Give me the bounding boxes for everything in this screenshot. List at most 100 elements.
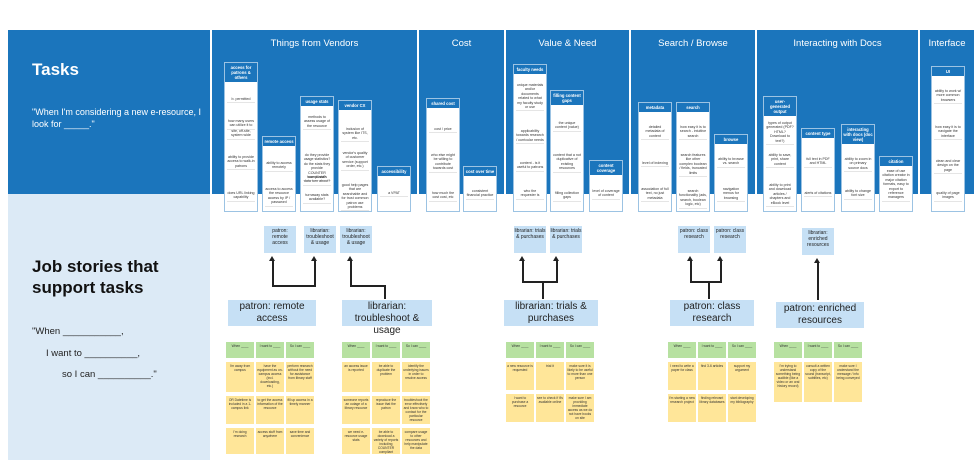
- connector-line: [314, 260, 316, 286]
- column-divider: [918, 30, 920, 194]
- story-title-trials: librarian: trials & purchases: [504, 300, 598, 326]
- job-story-want: I want to __________,: [46, 348, 141, 359]
- arrow-head: [553, 256, 559, 261]
- job-tag: patron: class research: [678, 226, 710, 253]
- sticky-note: support my argument: [728, 362, 756, 390]
- task-card-search: search how easy it is to search - intuit…: [676, 102, 710, 212]
- job-tag: patron: class research: [714, 226, 746, 253]
- connector-line: [522, 260, 524, 282]
- connector-line: [350, 260, 352, 286]
- arrow-head: [814, 258, 820, 263]
- sticky-note: OR Datetime is included in a 1-campus li…: [226, 396, 254, 424]
- task-card-metadata: metadata detailed metadata of content le…: [638, 102, 672, 212]
- sticky-note: start developing my bibliography: [728, 394, 756, 422]
- task-card-user-generated-output: user-generated output types of output ge…: [763, 96, 797, 212]
- sticky-note: consult a written copy of the sound (tra…: [804, 362, 832, 402]
- task-card-interacting-with-docs: interacting with docs (doc view) ability…: [841, 124, 875, 212]
- sticky-note: perform research without the need for as…: [286, 362, 314, 392]
- job-tag: patron: remote access: [264, 226, 296, 253]
- sticky-header: So I can ____: [402, 342, 430, 358]
- arrow-head: [347, 256, 353, 261]
- task-card-access-for-patrons: access for patrons & others b. permitted…: [224, 62, 258, 212]
- sticky-note: troubleshoot the error effectively and k…: [402, 396, 430, 424]
- task-card-citation: citation ease of use citation creator in…: [879, 156, 913, 212]
- column-divider: [417, 30, 419, 194]
- sticky-note: someone reports an outage of a library r…: [342, 396, 370, 424]
- sticky-note: finding relevant library databases: [698, 394, 726, 422]
- tasks-quote: "When I'm considering a new e-resource, …: [32, 107, 201, 129]
- task-card-vendor-cx: vendor CX inclusion of system like ITS, …: [338, 100, 372, 212]
- task-card-shared-cost: shared cost cost / price who else might …: [426, 98, 460, 212]
- arrow-head: [717, 256, 723, 261]
- sticky-header: When ____: [668, 342, 696, 358]
- job-story-when: "When ___________,: [32, 326, 124, 337]
- column-header-interacting-docs: Interacting with Docs: [793, 38, 882, 49]
- story-title-class-research: patron: class research: [670, 300, 754, 326]
- sticky-note: fill up access in a timely manner: [286, 396, 314, 424]
- sticky-note: a new resource is requested: [506, 362, 534, 390]
- arrow-head: [269, 256, 275, 261]
- job-tag: librarian: troubleshoot & usage: [340, 226, 372, 253]
- column-header-interface: Interface: [928, 38, 966, 49]
- job-tag: librarian: trials & purchases: [550, 226, 582, 253]
- sticky-note: identify the underlying issues in order …: [402, 362, 430, 392]
- sticky-note: I want to purchase a resource: [506, 394, 534, 422]
- sticky-note: I'm trying to understand something being…: [774, 362, 802, 402]
- sticky-note: I'm doing research: [226, 428, 254, 454]
- column-divider: [755, 30, 757, 194]
- column-divider: [210, 30, 212, 194]
- task-card-content-coverage: content coverage level of coverage of co…: [589, 160, 623, 212]
- sticky-note: I need to write a paper for class: [668, 362, 696, 390]
- sticky-note: make sure it is likely to be useful to m…: [566, 362, 594, 390]
- sticky-header: So I can ____: [286, 342, 314, 358]
- connector-line: [350, 285, 386, 287]
- sticky-note: I'm starting a new research project: [668, 394, 696, 422]
- job-tag: librarian: enriched resources: [802, 228, 834, 255]
- sticky-note: access stuff from anywhere: [256, 428, 284, 454]
- connector-line: [556, 260, 558, 282]
- story-title-remote-access: patron: remote access: [228, 300, 316, 326]
- sticky-header: I want to ____: [256, 342, 284, 358]
- sticky-note: have the equipment as on-campus access (…: [256, 362, 284, 392]
- tasks-title: Tasks: [32, 60, 79, 79]
- column-header-cost: Cost: [451, 38, 472, 49]
- job-story-can: so I can __________.": [62, 369, 157, 380]
- sticky-header: When ____: [506, 342, 534, 358]
- connector-line: [272, 260, 274, 286]
- sticky-note: an access issue is reported: [342, 362, 370, 392]
- connector-line: [708, 281, 710, 299]
- sticky-note: I'm away from campus: [226, 362, 254, 392]
- task-card-remote-access: remote access ability to access remotely…: [262, 136, 296, 212]
- story-title-troubleshoot: librarian: troubleshoot & usage: [342, 300, 432, 336]
- sticky-note: to get the access information of the res…: [256, 396, 284, 424]
- task-card-usage-stats: usage stats methods to assess usage of t…: [300, 96, 334, 212]
- arrow-head: [519, 256, 525, 261]
- story-title-enriched-resources: patron: enriched resources: [776, 302, 864, 328]
- connector-line: [272, 285, 316, 287]
- connector-line: [690, 260, 692, 282]
- connector-line: [384, 285, 386, 299]
- sticky-note: be able to download a variety of reports…: [372, 428, 400, 454]
- column-divider: [504, 30, 506, 194]
- sticky-header: So I can ____: [834, 342, 862, 358]
- task-card-accessibility: accessibility a VPAT: [377, 166, 411, 212]
- connector-line: [690, 281, 722, 283]
- sticky-header: When ____: [774, 342, 802, 358]
- task-card-cost-over-time: cost over time consistent financial prac…: [463, 166, 497, 212]
- connector-line: [522, 281, 558, 283]
- sticky-note: find 3-6 articles: [698, 362, 726, 390]
- task-card-faculty-needs: faculty needs unique materials and/or do…: [513, 64, 547, 212]
- sticky-note: see to check if it's available online: [536, 394, 564, 422]
- connector-line: [542, 281, 544, 299]
- sticky-header: I want to ____: [698, 342, 726, 358]
- column-header-search-browse: Search / Browse: [658, 38, 728, 49]
- job-tag: librarian: trials & purchases: [514, 226, 546, 253]
- sticky-header: So I can ____: [728, 342, 756, 358]
- sticky-header: When ____: [226, 342, 254, 358]
- arrow-head: [311, 256, 317, 261]
- sticky-header: So I can ____: [566, 342, 594, 358]
- sticky-note: reproduce the issue that the patron: [372, 396, 400, 424]
- job-tag: librarian: troubleshoot & usage: [304, 226, 336, 253]
- column-header-value-need: Value & Need: [538, 38, 597, 49]
- arrow-head: [687, 256, 693, 261]
